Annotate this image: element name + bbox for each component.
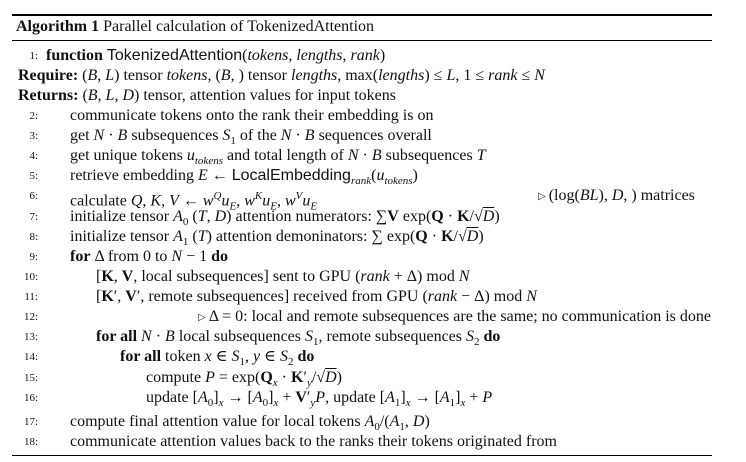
line-text: compute P = exp(Qx · K′y/√D) <box>146 369 342 390</box>
line-number: 5: <box>29 170 38 182</box>
algo-line-9: 9: for Δ from 0 to N − 1 do <box>12 247 712 267</box>
algo-line-11: 11: [K′, V′, remote subsequences] receiv… <box>12 287 712 307</box>
line-comment: ▷Δ = 0: local and remote subsequences ar… <box>198 308 711 325</box>
line-number: 8: <box>29 231 38 243</box>
line-number: 4: <box>29 150 38 162</box>
line-text: for all token x ∈ S1, y ∈ S2 do <box>120 348 315 369</box>
algo-line-14: 14: for all token x ∈ S1, y ∈ S2 do <box>12 347 712 368</box>
line-number: 11: <box>24 291 38 303</box>
line-number: 18: <box>23 436 38 448</box>
line-number: 3: <box>29 130 38 142</box>
line-number: 17: <box>23 416 38 428</box>
caption-label: Algorithm 1 <box>16 18 100 35</box>
line-text: get unique tokens utokens and total leng… <box>70 147 486 168</box>
algo-line-2: 2: communicate tokens onto the rank thei… <box>12 106 712 126</box>
algo-line-8: 8: initialize tensor A1 (T) attention de… <box>12 227 712 248</box>
caption-title: Parallel calculation of TokenizedAttenti… <box>103 18 375 35</box>
algo-line-4: 4: get unique tokens utokens and total l… <box>12 146 712 167</box>
algo-line-6: 6: calculate Q, K, V ← wQuE, wKuE, wVuE … <box>12 186 712 213</box>
line-number: 13: <box>23 331 38 343</box>
line-text: Returns: (B, L, D) tensor, attention val… <box>18 87 396 104</box>
line-number: 14: <box>23 351 38 363</box>
line-text: communicate attention values back to the… <box>70 433 557 450</box>
bottom-rule <box>12 455 712 456</box>
line-text: communicate tokens onto the rank their e… <box>70 107 434 124</box>
line-text: initialize tensor A0 (T, D) attention nu… <box>70 208 500 229</box>
caption-rule <box>12 40 712 41</box>
line-number: 1: <box>29 50 38 62</box>
algo-line-12: 12: ▷Δ = 0: local and remote subsequence… <box>12 307 712 327</box>
algo-line-1: 1: function TokenizedAttention(tokens, l… <box>12 46 712 66</box>
line-number: 10: <box>23 271 38 283</box>
line-text: retrieve embedding E ← LocalEmbeddingran… <box>70 167 418 188</box>
line-number: 6: <box>29 190 38 202</box>
line-number: 12: <box>23 311 38 323</box>
line-text: [K′, V′, remote subsequences] received f… <box>96 288 537 305</box>
algo-line-17: 17: compute final attention value for lo… <box>12 412 712 433</box>
algo-line-18: 18: communicate attention values back to… <box>12 432 712 452</box>
line-text: Require: (B, L) tensor tokens, (B, ) ten… <box>18 67 545 84</box>
line-text: function TokenizedAttention(tokens, leng… <box>46 47 386 64</box>
line-text: get N · B subsequences S1 of the N · B s… <box>70 127 432 148</box>
algo-line-15: 15: compute P = exp(Qx · K′y/√D) <box>12 368 712 389</box>
algo-line-13: 13: for all N · B local subsequences S1,… <box>12 327 712 348</box>
line-number: 16: <box>23 392 38 404</box>
line-number: 2: <box>29 110 38 122</box>
line-text: initialize tensor A1 (T) attention demon… <box>70 228 484 249</box>
line-number: 15: <box>23 372 38 384</box>
algo-line-10: 10: [K, V, local subsequences] sent to G… <box>12 267 712 287</box>
line-number: 7: <box>29 211 38 223</box>
top-rule <box>12 14 712 16</box>
line-text: for all N · B local subsequences S1, rem… <box>96 328 501 349</box>
line-text: update [A0]x → [A0]x + V′yP, update [A1]… <box>146 389 493 410</box>
algo-line-3: 3: get N · B subsequences S1 of the N · … <box>12 126 712 147</box>
line-text: [K, V, local subsequences] sent to GPU (… <box>96 268 470 285</box>
line-comment: ▷(log(BL), D, ) matrices <box>538 187 695 204</box>
algo-require: Require: (B, L) tensor tokens, (B, ) ten… <box>12 66 712 86</box>
algorithm-caption: Algorithm 1 Parallel calculation of Toke… <box>16 16 374 38</box>
line-number: 9: <box>29 251 38 263</box>
algo-line-16: 16: update [A0]x → [A0]x + V′yP, update … <box>12 388 712 409</box>
algo-returns: Returns: (B, L, D) tensor, attention val… <box>12 86 712 106</box>
line-text: for Δ from 0 to N − 1 do <box>70 248 228 265</box>
line-text: calculate Q, K, V ← wQuE, wKuE, wVuE <box>70 190 318 213</box>
algo-line-5: 5: retrieve embedding E ← LocalEmbedding… <box>12 166 712 187</box>
algo-line-7: 7: initialize tensor A0 (T, D) attention… <box>12 207 712 228</box>
line-text: compute final attention value for local … <box>70 413 430 434</box>
